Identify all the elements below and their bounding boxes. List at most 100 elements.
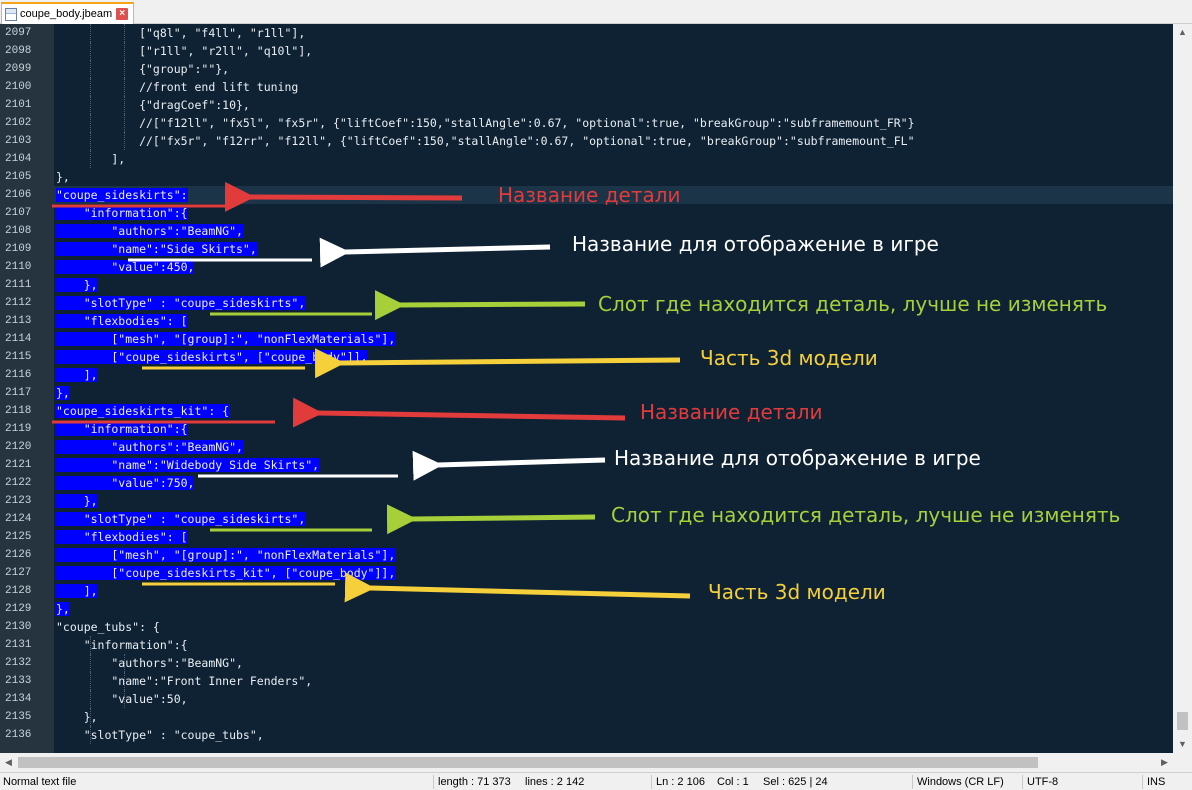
code-line[interactable]: "authors":"BeamNG",: [54, 654, 1173, 672]
fold-margin[interactable]: [41, 24, 54, 753]
code-line[interactable]: },: [54, 708, 1173, 726]
code-line[interactable]: "flexbodies": [: [54, 312, 1173, 330]
annotation-display-name-1: Название для отображение в игре: [572, 232, 939, 256]
tab-bar: coupe_body.jbeam ×: [0, 0, 1192, 24]
code-text: "flexbodies": [: [56, 528, 188, 546]
line-number: 2103: [5, 135, 32, 147]
indent-guide: [90, 150, 91, 168]
status-ln: Ln : 2 106: [656, 776, 705, 788]
code-line[interactable]: "coupe_sideskirts_kit": {: [54, 402, 1173, 420]
code-line[interactable]: //["fx5r", "f12rr", "f12ll", {"liftCoef"…: [54, 132, 1173, 150]
indent-guide: [90, 78, 91, 96]
code-line[interactable]: ],: [54, 150, 1173, 168]
code-line[interactable]: ["mesh", "[group]:", "nonFlexMaterials"]…: [54, 330, 1173, 348]
code-line[interactable]: "slotType" : "coupe_sideskirts",: [54, 294, 1173, 312]
code-line[interactable]: "coupe_tubs": {: [54, 618, 1173, 636]
code-line[interactable]: "authors":"BeamNG",: [54, 222, 1173, 240]
vertical-scrollbar[interactable]: ▲ ▼: [1173, 24, 1192, 753]
code-line[interactable]: ["r1ll", "r2ll", "q10l"],: [54, 42, 1173, 60]
horizontal-scrollbar[interactable]: ◀ ▶: [0, 753, 1173, 772]
line-number: 2101: [5, 99, 32, 111]
code-line[interactable]: "value":450,: [54, 258, 1173, 276]
close-icon[interactable]: ×: [116, 8, 129, 20]
annotation-part-name-1: Название детали: [498, 183, 681, 207]
indent-guide: [90, 672, 91, 690]
line-number: 2112: [5, 297, 32, 309]
code-text: ["r1ll", "r2ll", "q10l"],: [56, 44, 313, 58]
scroll-up-icon[interactable]: ▲: [1173, 24, 1192, 41]
code-text: //front end lift tuning: [56, 80, 299, 94]
code-line[interactable]: "value":50,: [54, 690, 1173, 708]
code-line[interactable]: "slotType" : "coupe_tubs",: [54, 726, 1173, 744]
code-line[interactable]: ],: [54, 366, 1173, 384]
code-line[interactable]: {"group":""},: [54, 60, 1173, 78]
indent-guide: [90, 60, 91, 78]
line-number: 2126: [5, 549, 32, 561]
line-number: 2123: [5, 495, 32, 507]
code-line[interactable]: },: [54, 492, 1173, 510]
line-number: 2099: [5, 63, 32, 75]
indent-guide: [90, 690, 91, 708]
indent-guide: [90, 132, 91, 150]
code-line[interactable]: "name":"Widebody Side Skirts",: [54, 456, 1173, 474]
code-text: "value":450,: [56, 258, 195, 276]
code-line[interactable]: "value":750,: [54, 474, 1173, 492]
code-line[interactable]: "authors":"BeamNG",: [54, 438, 1173, 456]
indent-guide: [90, 726, 91, 744]
status-length: length : 71 373: [438, 776, 511, 788]
code-line[interactable]: {"dragCoef":10},: [54, 96, 1173, 114]
code-line[interactable]: },: [54, 276, 1173, 294]
line-number: 2135: [5, 711, 32, 723]
indent-guide: [124, 132, 125, 150]
code-line[interactable]: "information":{: [54, 204, 1173, 222]
line-number: 2107: [5, 207, 32, 219]
selected-text: "information":{: [56, 422, 188, 436]
code-line[interactable]: "information":{: [54, 420, 1173, 438]
selected-text: "value":750,: [56, 476, 195, 490]
code-line[interactable]: ["q8l", "f4ll", "r1ll"],: [54, 24, 1173, 42]
indent-guide: [124, 24, 125, 42]
code-text: "information":{: [56, 204, 188, 222]
line-number: 2117: [5, 387, 32, 399]
status-divider: [433, 775, 434, 789]
scroll-down-icon[interactable]: ▼: [1173, 736, 1192, 753]
selected-text: },: [56, 386, 70, 400]
line-number: 2100: [5, 81, 32, 93]
code-line[interactable]: ["coupe_sideskirts_kit", ["coupe_body"]]…: [54, 564, 1173, 582]
code-line[interactable]: },: [54, 168, 1173, 186]
tab-label: coupe_body.jbeam: [20, 8, 113, 20]
scroll-left-icon[interactable]: ◀: [5, 757, 12, 767]
status-encoding: UTF-8: [1027, 776, 1059, 788]
code-line[interactable]: //front end lift tuning: [54, 78, 1173, 96]
indent-guide: [124, 114, 125, 132]
code-line[interactable]: "flexbodies": [: [54, 528, 1173, 546]
tab-coupe-body[interactable]: coupe_body.jbeam ×: [1, 2, 134, 24]
status-divider: [1142, 775, 1143, 789]
code-text: //["fx5r", "f12rr", "f12ll", {"liftCoef"…: [56, 134, 915, 148]
code-line[interactable]: "name":"Side Skirts",: [54, 240, 1173, 258]
code-line[interactable]: "slotType" : "coupe_sideskirts",: [54, 510, 1173, 528]
annotation-part-name-2: Название детали: [640, 400, 823, 424]
code-text: "name":"Front Inner Fenders",: [56, 674, 313, 688]
horizontal-scroll-thumb[interactable]: [18, 757, 1038, 768]
line-number: 2105: [5, 171, 32, 183]
line-number: 2122: [5, 477, 32, 489]
code-line[interactable]: ],: [54, 582, 1173, 600]
selected-text: "coupe_sideskirts":: [56, 188, 188, 202]
code-line[interactable]: },: [54, 600, 1173, 618]
code-line[interactable]: "information":{: [54, 636, 1173, 654]
code-line[interactable]: },: [54, 384, 1173, 402]
code-line[interactable]: "name":"Front Inner Fenders",: [54, 672, 1173, 690]
code-line[interactable]: //["f12ll", "fx5l", "fx5r", {"liftCoef":…: [54, 114, 1173, 132]
selected-text: ["coupe_sideskirts_kit", ["coupe_body"]]…: [56, 566, 396, 580]
selected-text: "slotType" : "coupe_sideskirts",: [56, 512, 306, 526]
indent-guide: [124, 690, 125, 708]
code-line[interactable]: ["mesh", "[group]:", "nonFlexMaterials"]…: [54, 546, 1173, 564]
selected-text: "coupe_sideskirts_kit": {: [56, 404, 230, 418]
vertical-scroll-thumb[interactable]: [1177, 712, 1188, 730]
scroll-right-icon[interactable]: ▶: [1161, 757, 1168, 767]
selected-text: },: [56, 494, 98, 508]
code-line[interactable]: ["coupe_sideskirts", ["coupe_body"]],: [54, 348, 1173, 366]
annotation-model-2: Часть 3d модели: [708, 580, 886, 604]
code-editor[interactable]: 2097 ["q8l", "f4ll", "r1ll"],2098 ["r1ll…: [0, 24, 1173, 753]
